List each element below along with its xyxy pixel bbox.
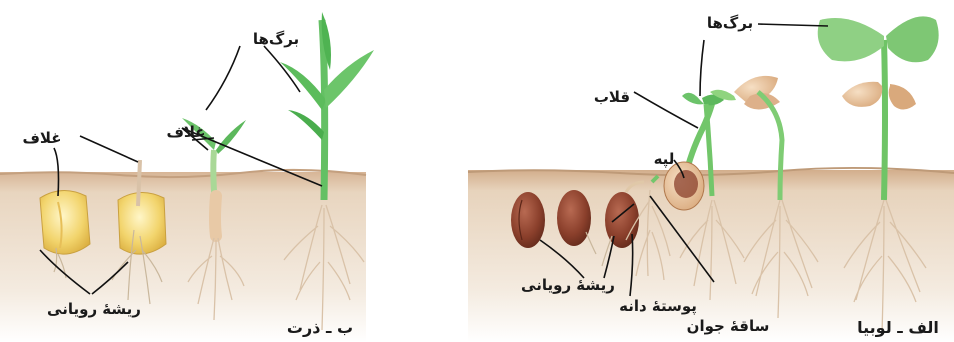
label-bean-young-stem: ساقهٔ جوان [687,317,770,335]
bean-panel: برگ‌ها قلاب لپه ریشهٔ رویانی پوستهٔ دانه… [468,14,954,342]
caption-bean: الف ـ لوبیا [857,318,939,337]
label-corn-sheath-stem: غلاف [166,123,205,141]
label-bean-hook: قلاب [594,88,630,106]
label-bean-cotyledon: لپه [654,150,675,169]
label-corn-embryonic-root: ریشهٔ رویانی [47,300,141,318]
label-bean-seed-coat: پوستهٔ دانه [619,297,697,316]
caption-corn: ب ـ ذرت [287,318,353,337]
corn-panel: برگ‌ها غلاف غلاف ریشهٔ رویانی ب ـ ذرت [0,12,374,342]
label-corn-sheath-seed: غلاف [22,129,61,147]
bean-seed-1 [511,192,545,248]
label-bean-embryonic-root: ریشهٔ رویانی [521,276,615,294]
label-bean-leaves: برگ‌ها [707,14,753,32]
label-corn-leaves: برگ‌ها [253,30,299,48]
